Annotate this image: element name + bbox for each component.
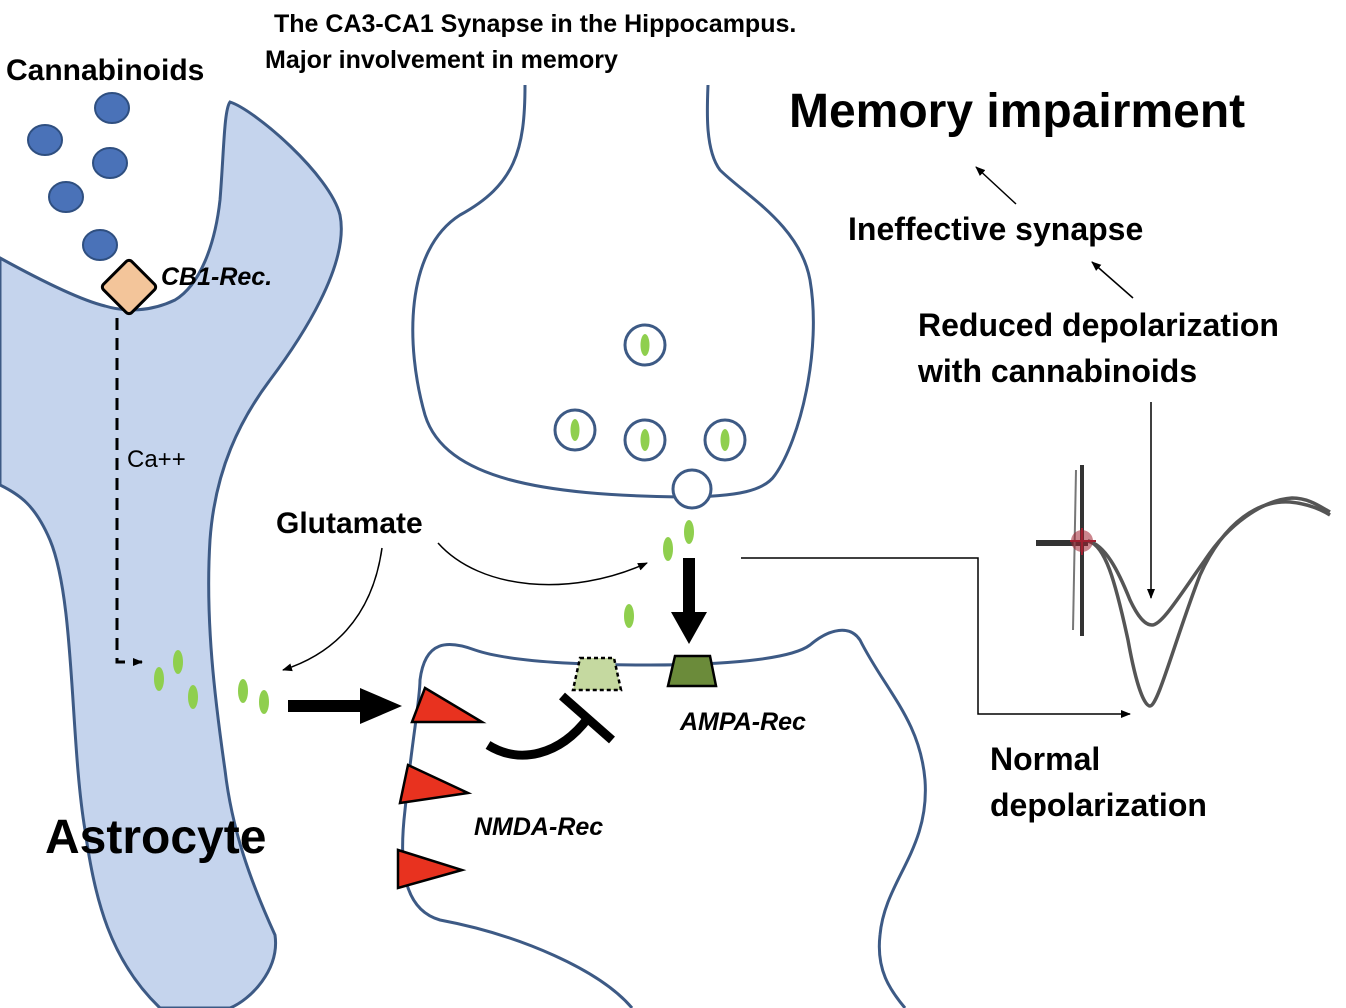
title-line-1: The CA3-CA1 Synapse in the Hippocampus.: [274, 10, 797, 38]
synaptic-vesicles: [553, 323, 747, 462]
calcium-label: Ca++: [127, 446, 186, 473]
reduced-depolarization-line-1: Reduced depolarization: [918, 307, 1279, 343]
inhibition-bar: [559, 692, 615, 744]
glutamate-to-astrocyte-arrow: [282, 547, 383, 672]
postsynaptic-spine: [401, 628, 927, 1008]
cannabinoid-molecules: [27, 92, 130, 261]
reduced-depolarization-line-2: with cannabinoids: [918, 353, 1198, 389]
astrocyte-cell: [0, 100, 343, 1008]
ampa-receptor-inactive: [571, 656, 623, 692]
cannabinoids-label: Cannabinoids: [6, 54, 205, 87]
glutamate-to-cleft-arrow: [437, 542, 648, 586]
memory-impairment-label: Memory impairment: [789, 85, 1246, 138]
ineffective-to-memory-arrow: [975, 166, 1017, 205]
cleft-glutamate: [624, 520, 694, 628]
ampa-receptor-active: [666, 654, 718, 688]
nmda-receptors: [396, 686, 487, 890]
reduced-to-ineffective-arrow: [1091, 261, 1134, 299]
nmda-receptor-label: NMDA-Rec: [474, 813, 604, 841]
glutamate-label: Glutamate: [276, 507, 423, 540]
title-line-2: Major involvement in memory: [265, 46, 618, 74]
depolarization-trace: [1036, 465, 1331, 708]
astrocyte-glutamate: [154, 650, 269, 714]
ampa-receptor-label: AMPA-Rec: [680, 708, 806, 736]
presynaptic-terminal: [411, 84, 815, 499]
cb1-receptor-label: CB1-Rec.: [161, 263, 273, 291]
cleft-to-trace-connector: [741, 557, 1131, 718]
astrocyte-to-nmda-arrow: [288, 688, 402, 724]
nmda-inhibition-curve: [485, 715, 592, 760]
calcium-signal-arrow: [115, 318, 143, 666]
astrocyte-label: Astrocyte: [45, 811, 267, 864]
reduced-depolarization-trace: [1087, 496, 1331, 627]
normal-depolarization-trace: [1087, 500, 1331, 708]
release-vesicle: [671, 468, 713, 510]
glutamate-to-ampa-arrow: [671, 558, 707, 644]
cb1-receptor: [100, 258, 158, 316]
normal-depolarization-line-2: depolarization: [990, 787, 1207, 823]
ineffective-synapse-label: Ineffective synapse: [848, 211, 1144, 247]
normal-depolarization-line-1: Normal: [990, 741, 1101, 777]
